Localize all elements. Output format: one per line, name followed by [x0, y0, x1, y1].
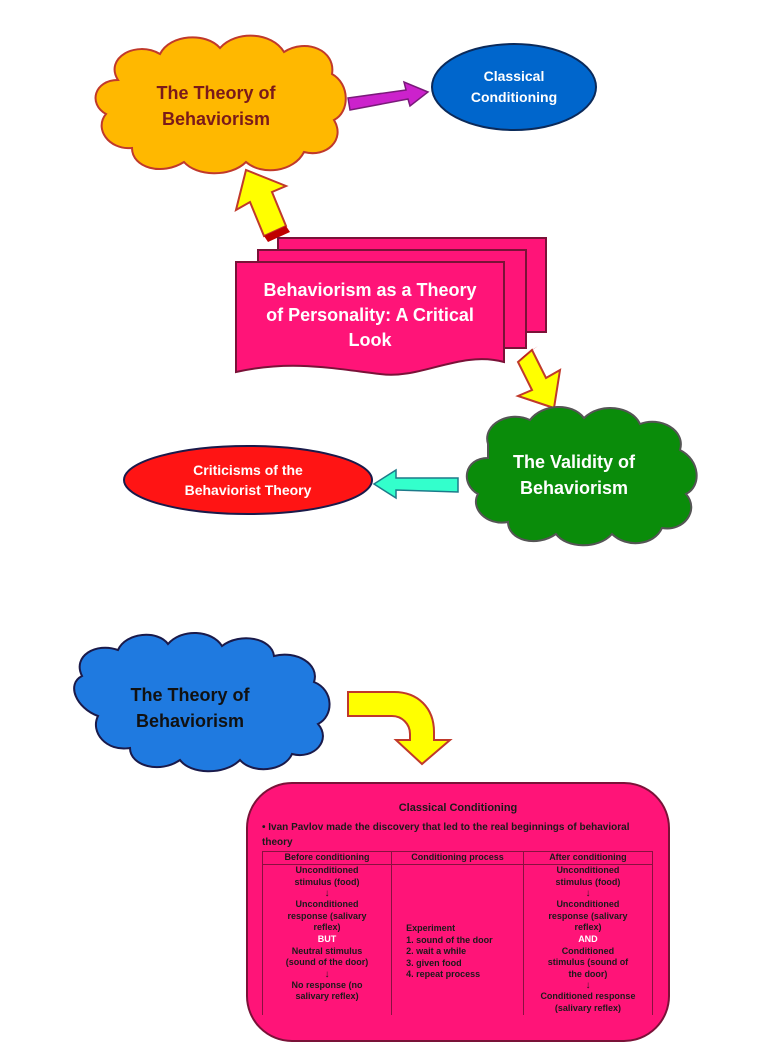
criticisms-line1: Criticisms of the — [193, 462, 303, 478]
after-arrow1-icon: ↓ — [585, 888, 591, 900]
yellow-up-arrow — [234, 168, 289, 238]
cc-after-cell: Unconditioned stimulus (food) ↓ Uncondit… — [522, 864, 654, 1015]
cc-before-cell: Unconditioned stimulus (food) ↓ Uncondit… — [261, 864, 393, 1015]
criticisms-label: Criticisms of the Behaviorist Theory — [140, 458, 356, 502]
after-l4: response (salivary — [548, 910, 628, 921]
yellow-up-arrow-shadow — [264, 226, 290, 242]
cc-header-before: Before conditioning — [261, 851, 393, 865]
process-l3: 2. wait a while — [406, 946, 467, 957]
before-arrow2-icon: ↓ — [324, 968, 330, 980]
process-l2: 1. sound of the door — [406, 934, 493, 945]
magenta-arrow — [347, 80, 430, 111]
process-spacer — [406, 865, 521, 923]
theory-cloud-shape — [94, 34, 347, 175]
cc-bullet: • Ivan Pavlov made the discovery that le… — [262, 822, 630, 848]
theory-blue-line1: The Theory of — [130, 685, 250, 705]
cc-header-process: Conditioning process — [391, 851, 524, 865]
cc-body-row: Unconditioned stimulus (food) ↓ Uncondit… — [261, 864, 654, 1015]
theory-cloud-label: The Theory of Behaviorism — [118, 78, 314, 134]
validity-line2: Behaviorism — [519, 478, 629, 498]
banner-line3: Look — [348, 329, 392, 350]
before-l7: (sound of the door) — [285, 957, 369, 968]
yellow-curved-arrow — [347, 691, 453, 766]
classical-line1: Classical — [483, 68, 545, 84]
before-l2: stimulus (food) — [294, 876, 360, 887]
validity-cloud-label: The Validity of Behaviorism — [490, 448, 658, 502]
theory-cloud-line2: Behaviorism — [161, 109, 271, 129]
after-arrow2-icon: ↓ — [585, 980, 591, 992]
banner-line2: of Personality: A Critical — [266, 304, 474, 325]
before-l1: Unconditioned — [295, 865, 359, 875]
theory-cloud-blue-label: The Theory of Behaviorism — [100, 680, 280, 736]
cc-title: Classical Conditioning — [398, 802, 518, 814]
theory-cloud-line1: The Theory of — [156, 83, 276, 103]
before-l6: Neutral stimulus — [291, 945, 363, 956]
after-l2: stimulus (food) — [555, 876, 621, 887]
criticisms-line2: Behaviorist Theory — [184, 482, 312, 498]
cc-process-cell: Experiment 1. sound of the door 2. wait … — [391, 864, 524, 1015]
cc-bullet-text: Ivan Pavlov made the discovery that led … — [262, 822, 630, 848]
after-l7: stimulus (sound of — [547, 957, 629, 968]
process-l5: 4. repeat process — [406, 969, 481, 980]
after-l5: reflex) — [574, 922, 602, 933]
before-l8: No response (no — [291, 979, 363, 990]
after-l3: Unconditioned — [556, 899, 620, 910]
criticisms-ellipse — [123, 445, 373, 515]
before-conj: BUT — [317, 933, 337, 944]
banner-line1: Behaviorism as a Theory — [263, 279, 477, 300]
theory-blue-line2: Behaviorism — [135, 711, 245, 731]
classical-conditioning-box: Classical Conditioning • Ivan Pavlov mad… — [246, 782, 670, 1042]
before-l5: reflex) — [313, 922, 341, 933]
after-conj: AND — [578, 933, 598, 944]
after-l6: Conditioned — [561, 945, 615, 956]
before-l3: Unconditioned — [295, 899, 359, 910]
center-banner-label: Behaviorism as a Theory of Personality: … — [240, 276, 500, 354]
before-l9: salivary reflex) — [295, 991, 359, 1002]
theory-cloud-blue-shape — [73, 631, 331, 773]
after-l10: (salivary reflex) — [554, 1002, 621, 1013]
classical-conditioning-ellipse — [431, 43, 597, 131]
process-l4: 3. given food — [406, 957, 462, 968]
cc-header-after: After conditioning — [522, 851, 654, 865]
process-l1: Experiment — [406, 923, 456, 933]
cyan-arrow — [372, 468, 459, 500]
cc-header-row: Before conditioning Conditioning process… — [261, 851, 654, 865]
after-l9: Conditioned response — [540, 991, 636, 1002]
after-l1: Unconditioned — [556, 865, 620, 875]
classical-conditioning-label: Classical Conditioning — [442, 64, 586, 110]
before-l4: response (salivary — [287, 910, 367, 921]
validity-cloud-shape — [465, 405, 698, 547]
classical-line2: Conditioning — [470, 89, 558, 105]
validity-line1: The Validity of — [512, 452, 636, 472]
yellow-down-arrow — [515, 348, 562, 410]
after-l8: the door) — [568, 968, 608, 979]
before-arrow1-icon: ↓ — [324, 888, 330, 900]
cc-table: Before conditioning Conditioning process… — [261, 851, 654, 1015]
banner-front — [235, 261, 505, 376]
